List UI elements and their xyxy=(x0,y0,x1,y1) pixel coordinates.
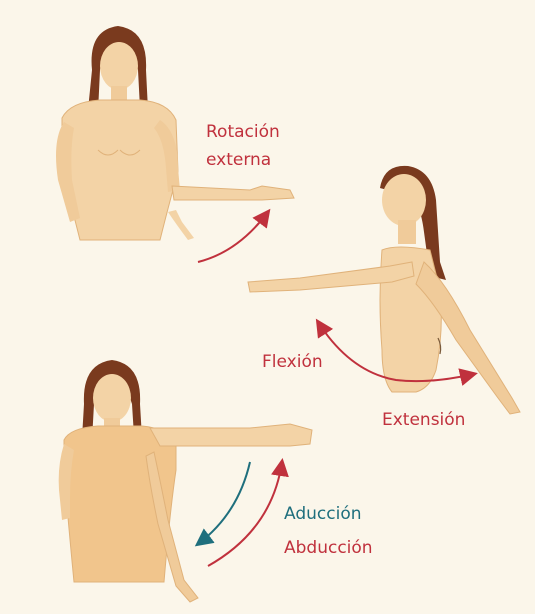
figure3-head xyxy=(93,374,131,422)
label-adduction: Aducción xyxy=(284,502,362,526)
figure1-forearm xyxy=(172,186,294,200)
figure3-arm-raised xyxy=(150,424,312,446)
rotation-arrow xyxy=(198,212,268,262)
figure2-head xyxy=(382,174,426,226)
label-rotation-line2: externa xyxy=(206,148,271,172)
label-abduction: Abducción xyxy=(284,536,373,560)
label-rotation-line1: Rotación xyxy=(206,120,280,144)
label-extension: Extensión xyxy=(382,408,465,432)
figure1-head xyxy=(100,42,138,90)
adduction-arrow xyxy=(198,462,250,544)
label-flexion: Flexión xyxy=(262,350,323,374)
figure-adduction-abduction xyxy=(59,360,312,602)
figure1-lower-hand xyxy=(168,210,194,240)
figure2-neck xyxy=(398,220,416,244)
